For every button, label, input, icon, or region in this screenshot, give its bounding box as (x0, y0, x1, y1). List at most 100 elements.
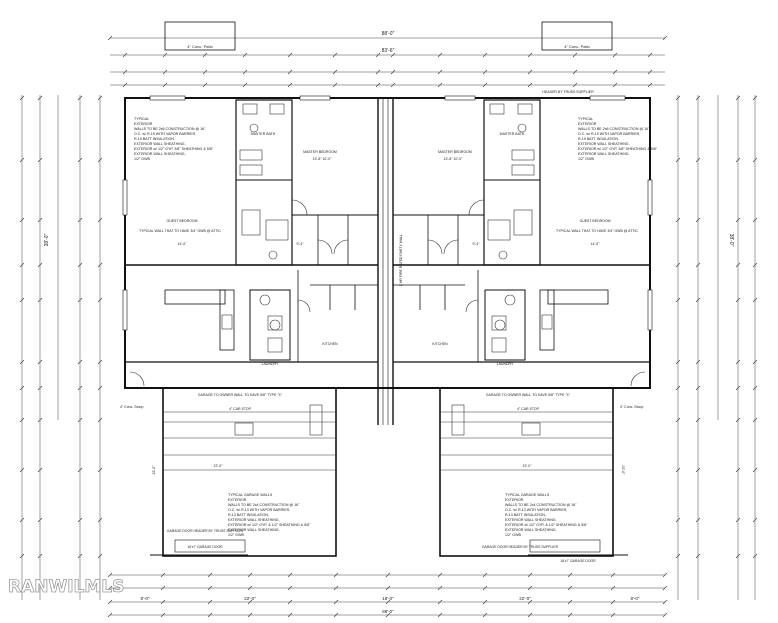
dimension-tick (19, 297, 25, 303)
dimension-tick (610, 572, 616, 578)
dimension-tick (77, 417, 83, 423)
dimension-tick (647, 69, 653, 75)
dimension-tick (390, 52, 396, 58)
dimension-tick (695, 517, 701, 523)
dimension-tick (242, 52, 248, 58)
left-garage-width: 22'-0" (214, 464, 224, 468)
dimension-tick (752, 262, 758, 268)
right-garage-width: 22'-0" (523, 464, 533, 468)
dimension-tick (375, 69, 381, 75)
dimension-tick (527, 69, 533, 75)
window-symbol (589, 95, 626, 101)
dimension-tick (390, 82, 396, 88)
dimension-tick (77, 359, 83, 365)
dimension-tick (19, 157, 25, 163)
bottom-dim-3: 18'-0" (382, 596, 394, 601)
left-laundry: LAUNDRY (262, 362, 279, 366)
dimension-tick (527, 52, 533, 58)
dimension-tick (675, 359, 681, 365)
svg-text:R-19 BATT INSULATION,: R-19 BATT INSULATION, (134, 137, 175, 141)
dimension-tick (202, 52, 208, 58)
dimension-tick (675, 262, 681, 268)
header-label: HEADER BY TRUSS SUPPLIER (542, 90, 594, 94)
dimension-tick (37, 553, 43, 559)
svg-text:1/2" GWB: 1/2" GWB (134, 157, 150, 161)
dimension-tick (77, 385, 83, 391)
dimension-tick (662, 572, 668, 578)
window-symbol (122, 179, 128, 216)
dimension-tick (735, 95, 741, 101)
dimension-tick (247, 585, 253, 591)
overall-dimension-top: 88'-0" (382, 31, 395, 37)
dimension-tick (695, 553, 701, 559)
right-garage-door-label: GARAGE DOOR HEADER BY TRUSS SUPPLIER (482, 545, 559, 549)
right-kitchen: KITCHEN (432, 342, 448, 346)
svg-text:R-13 BATT INSULATION,: R-13 BATT INSULATION, (228, 513, 269, 517)
dimension-tick (385, 585, 391, 591)
dimension-tick (482, 82, 488, 88)
svg-text:EXTERIOR w/ 1/2" GYP, & 1/2" S: EXTERIOR w/ 1/2" GYP, & 1/2" SHEATHING &… (228, 523, 311, 527)
right-patio-label: 4" Conc. Patio (564, 44, 590, 49)
dimension-tick (735, 217, 741, 223)
dimension-tick (437, 52, 443, 58)
dimension-tick (752, 157, 758, 163)
left-car-stop: 4" CAR STOP (229, 407, 252, 411)
dimension-tick (287, 572, 293, 578)
dimension-tick (482, 585, 488, 591)
dimension-tick (37, 95, 43, 101)
patios: 4" Conc. Patio 4" Conc. Patio (164, 21, 613, 51)
dimension-tick (647, 82, 653, 88)
dimension-tick (437, 82, 443, 88)
dimension-tick (612, 52, 618, 58)
dimension-tick (662, 599, 668, 605)
dimension-tick (37, 217, 43, 223)
dimension-tick (97, 359, 103, 365)
left-unit: TYPICAL EXTERIOR WALLS TO BE 2x6 CONSTRU… (122, 95, 378, 387)
right-laundry: LAUNDRY (497, 362, 514, 366)
dimension-tick (247, 572, 253, 578)
dimension-tick (675, 417, 681, 423)
dimension-tick (695, 417, 701, 423)
dimension-tick (19, 359, 25, 365)
dimension-tick (752, 385, 758, 391)
dimension-tick (207, 599, 213, 605)
dimension-tick (37, 467, 43, 473)
left-bedroom-note: TYPICAL WALL THAT TO HAVE 3/4" GWB @ ATT… (139, 229, 221, 233)
dimension-tick (610, 585, 616, 591)
dimension-tick (527, 585, 533, 591)
dimension-tick (437, 612, 443, 618)
dimension-tick (97, 417, 103, 423)
dimension-tick (735, 359, 741, 365)
bottom-dim-5: 8'-0" (631, 596, 640, 601)
dimension-tick (675, 217, 681, 223)
dimension-tick (675, 553, 681, 559)
dimension-tick (567, 612, 573, 618)
dimension-tick (735, 262, 741, 268)
window-symbol (444, 95, 476, 101)
dimension-tick (332, 69, 338, 75)
dimension-tick (97, 217, 103, 223)
right-bedroom-note: TYPICAL WALL THAT TO HAVE 3/4" GWB @ ATT… (556, 229, 638, 233)
dimension-tick (97, 385, 103, 391)
svg-text:O.C. w/ R-13 WITH VAPOR BARRIE: O.C. w/ R-13 WITH VAPOR BARRIER, (505, 508, 567, 512)
dimension-tick (37, 517, 43, 523)
dimension-tick (19, 217, 25, 223)
svg-text:TYPICAL: TYPICAL (134, 117, 149, 121)
dimension-tick (572, 69, 578, 75)
dimension-tick (77, 95, 83, 101)
dimension-tick (202, 69, 208, 75)
dimension-tick (19, 517, 25, 523)
left-garage-door-label: GARAGE DOOR HEADER BY TRUSS SUPPLIER (167, 529, 244, 533)
side-dimensions: 38'-0" 38'-0" (19, 95, 758, 600)
dimension-tick (385, 599, 391, 605)
dimension-tick (437, 69, 443, 75)
dimension-tick (695, 217, 701, 223)
svg-text:WALLS TO BE 2x6 CONSTRUCTION @: WALLS TO BE 2x6 CONSTRUCTION @ 16" (134, 127, 206, 131)
dimension-tick (160, 599, 166, 605)
left-patio-label: 4" Conc. Patio (187, 44, 213, 49)
dimension-tick (19, 95, 25, 101)
svg-text:EXTERIOR WALL SHEATHING,: EXTERIOR WALL SHEATHING, (228, 518, 280, 522)
dimension-tick (107, 612, 113, 618)
